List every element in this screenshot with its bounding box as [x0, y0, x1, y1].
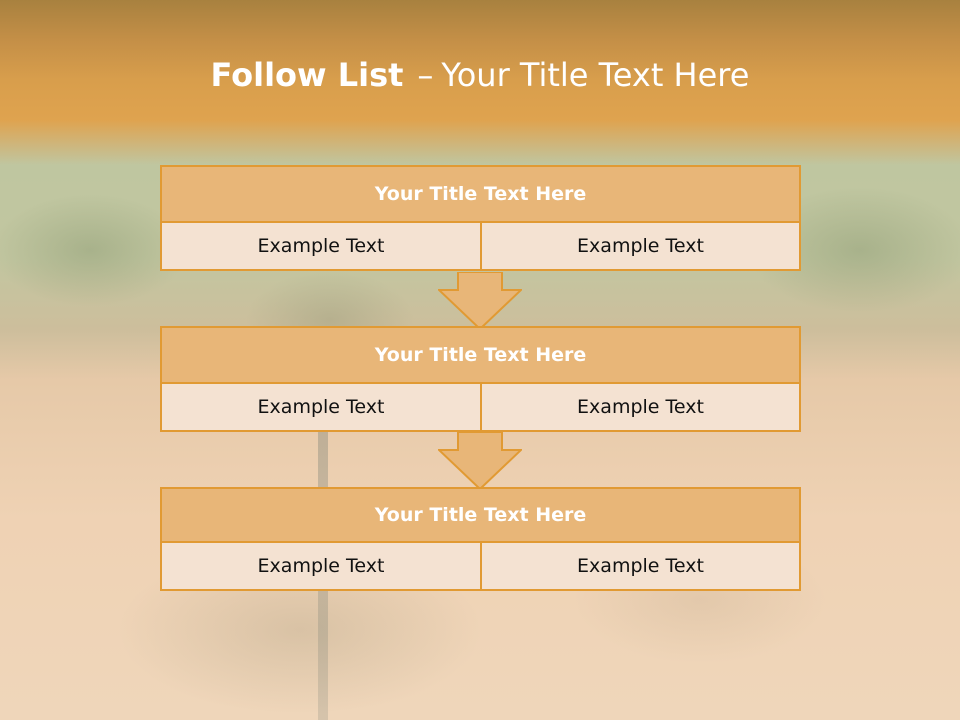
block-1-title: Your Title Text Here [160, 165, 801, 223]
slide-title-dash: – [417, 56, 434, 94]
block-2-title: Your Title Text Here [160, 326, 801, 384]
slide-title-bold: Follow List [210, 56, 404, 94]
block-1-left-cell: Example Text [160, 221, 482, 271]
slide-title: Follow List–Your Title Text Here [0, 52, 960, 98]
header-band [0, 0, 960, 165]
block-3-title: Your Title Text Here [160, 487, 801, 543]
list-block-2: Your Title Text Here Example Text Exampl… [160, 326, 801, 432]
slide-title-rest: Your Title Text Here [441, 56, 750, 94]
list-block-1: Your Title Text Here Example Text Exampl… [160, 165, 801, 271]
block-3-left-cell: Example Text [160, 541, 482, 591]
down-arrow-icon [438, 272, 522, 330]
down-arrow-icon [438, 432, 522, 490]
block-1-right-cell: Example Text [480, 221, 801, 271]
list-block-3: Your Title Text Here Example Text Exampl… [160, 487, 801, 593]
block-2-right-cell: Example Text [480, 382, 801, 432]
block-3-right-cell: Example Text [480, 541, 801, 591]
block-2-left-cell: Example Text [160, 382, 482, 432]
